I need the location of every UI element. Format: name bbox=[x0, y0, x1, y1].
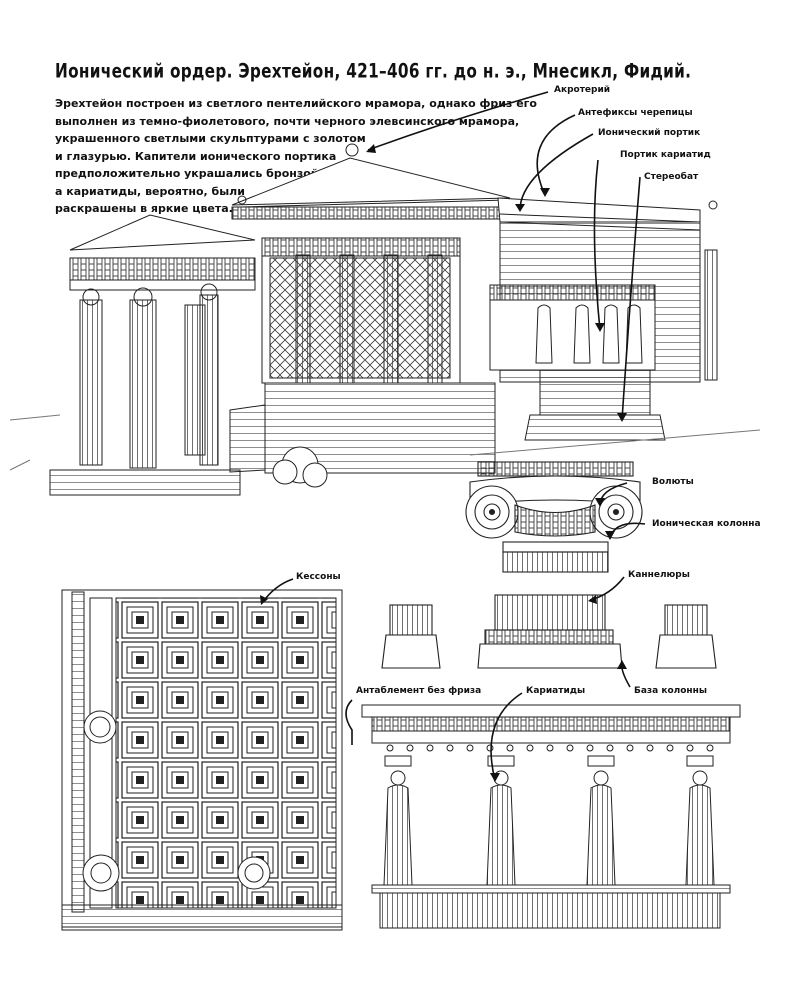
label-ionic-portico: Ионический портик bbox=[598, 128, 701, 138]
intro-line: Эрехтейон построен из светлого пентелийс… bbox=[55, 97, 537, 110]
column-bases-drawing bbox=[381, 594, 717, 669]
label-entablature: Антаблемент без фриза bbox=[356, 686, 482, 696]
label-antefiksy: Антефиксы черепицы bbox=[578, 108, 693, 118]
page-title: Ионический ордер. Эрехтейон, 421–406 гг.… bbox=[55, 60, 692, 83]
label-stereobat: Стереобат bbox=[644, 172, 699, 182]
label-caryatids: Кариатиды bbox=[526, 686, 586, 696]
label-coffers: Кессоны bbox=[296, 572, 341, 582]
north-porch-columns bbox=[79, 283, 219, 469]
ionic-capital-drawing bbox=[465, 461, 643, 573]
intro-text: Эрехтейон построен из светлого пентелийс… bbox=[55, 95, 537, 218]
intro-line: раскрашены в яркие цвета. bbox=[55, 202, 233, 215]
arrow-heads bbox=[260, 144, 627, 782]
leader-arrows bbox=[261, 91, 646, 781]
temple-drawing bbox=[9, 143, 761, 496]
intro-line: выполнен из темно-фиолетового, почти чер… bbox=[55, 114, 520, 128]
label-volutes: Волюты bbox=[652, 477, 694, 487]
entablature-rosettes bbox=[386, 744, 714, 752]
east-portico-columns bbox=[295, 254, 443, 384]
label-flutes: Каннелюры bbox=[628, 570, 690, 580]
caryatid-figures bbox=[383, 755, 715, 886]
intro-line: украшенного светлыми скульптурами с золо… bbox=[55, 132, 366, 145]
intro-line: а кариатиды, вероятно, были bbox=[55, 184, 245, 198]
intro-line: предположительно украшались бронзой, bbox=[55, 167, 323, 180]
coffered-ceiling-drawing bbox=[61, 589, 343, 931]
label-akroteriy: Акротерий bbox=[554, 85, 611, 95]
label-ionic-column: Ионическая колонна bbox=[652, 519, 761, 529]
intro-line: и глазурью. Капители ионического портика bbox=[55, 149, 337, 163]
label-caryatid-portico: Портик кариатид bbox=[620, 150, 711, 160]
caryatid-entablature-drawing bbox=[361, 704, 741, 929]
label-column-base: База колонны bbox=[634, 686, 708, 696]
